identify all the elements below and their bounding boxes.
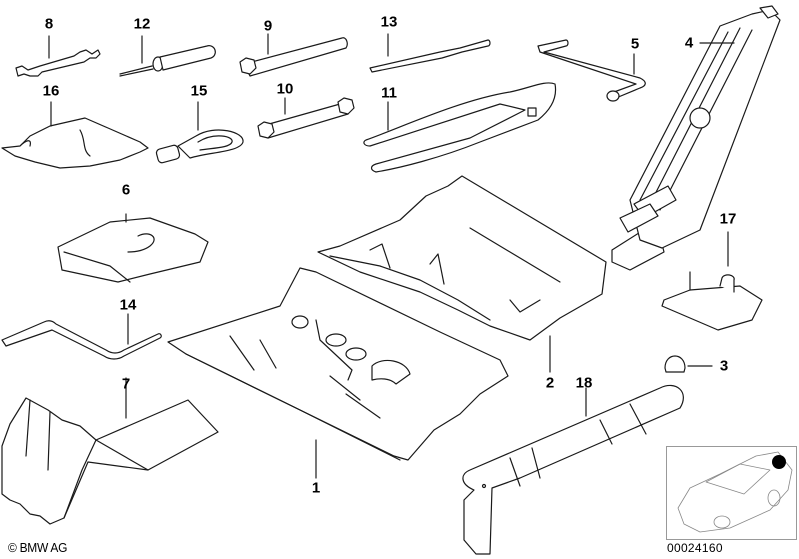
copyright-text: © BMW AG bbox=[8, 540, 68, 555]
callout-18[interactable]: 18 bbox=[575, 374, 593, 392]
callout-9[interactable]: 9 bbox=[263, 17, 273, 35]
callout-11[interactable]: 11 bbox=[381, 84, 397, 102]
part-7-wheel-chock[interactable] bbox=[1, 397, 219, 525]
part-3-cap-nut[interactable] bbox=[664, 355, 686, 373]
callout-16[interactable]: 16 bbox=[42, 82, 60, 100]
callout-1[interactable]: 1 bbox=[311, 479, 321, 497]
callout-3[interactable]: 3 bbox=[719, 357, 729, 375]
part-11-pliers[interactable] bbox=[363, 82, 557, 173]
callout-14[interactable]: 14 bbox=[119, 296, 137, 314]
locator-marker bbox=[772, 455, 786, 469]
part-4-car-jack[interactable] bbox=[611, 5, 781, 271]
part-6-tool-bag[interactable] bbox=[57, 217, 209, 283]
callout-17[interactable]: 17 bbox=[719, 210, 737, 228]
locator-car-icon bbox=[677, 451, 793, 533]
part-10-box-wrench[interactable] bbox=[257, 97, 355, 139]
part-13-rod[interactable] bbox=[369, 39, 491, 73]
part-5-wheel-brace[interactable] bbox=[537, 39, 646, 102]
callout-4[interactable]: 4 bbox=[684, 34, 694, 52]
callout-6[interactable]: 6 bbox=[121, 181, 131, 199]
callout-2[interactable]: 2 bbox=[545, 374, 555, 392]
part-14-hook-wrench[interactable] bbox=[1, 320, 162, 360]
part-12-screwdriver[interactable] bbox=[119, 45, 216, 77]
part-17-jack-holder[interactable] bbox=[661, 271, 763, 331]
part-9-box-wrench[interactable] bbox=[239, 37, 348, 77]
callout-5[interactable]: 5 bbox=[630, 35, 640, 53]
callout-15[interactable]: 15 bbox=[190, 82, 208, 100]
callout-12[interactable]: 12 bbox=[133, 15, 151, 33]
callout-7[interactable]: 7 bbox=[121, 375, 131, 393]
part-15-towing-eye[interactable] bbox=[155, 129, 244, 164]
callout-8[interactable]: 8 bbox=[44, 15, 54, 33]
part-2-toolbox-insert[interactable] bbox=[317, 175, 607, 341]
callout-10[interactable]: 10 bbox=[276, 80, 294, 98]
part-18-warning-triangle[interactable] bbox=[462, 384, 684, 555]
part-1-toolbox-insert[interactable] bbox=[167, 267, 509, 461]
part-8-open-end-wrench[interactable] bbox=[15, 49, 101, 77]
locator-frame bbox=[666, 446, 797, 540]
part-16-cloth[interactable] bbox=[1, 117, 149, 169]
document-id: 00024160 bbox=[667, 541, 723, 555]
callout-13[interactable]: 13 bbox=[380, 13, 398, 31]
